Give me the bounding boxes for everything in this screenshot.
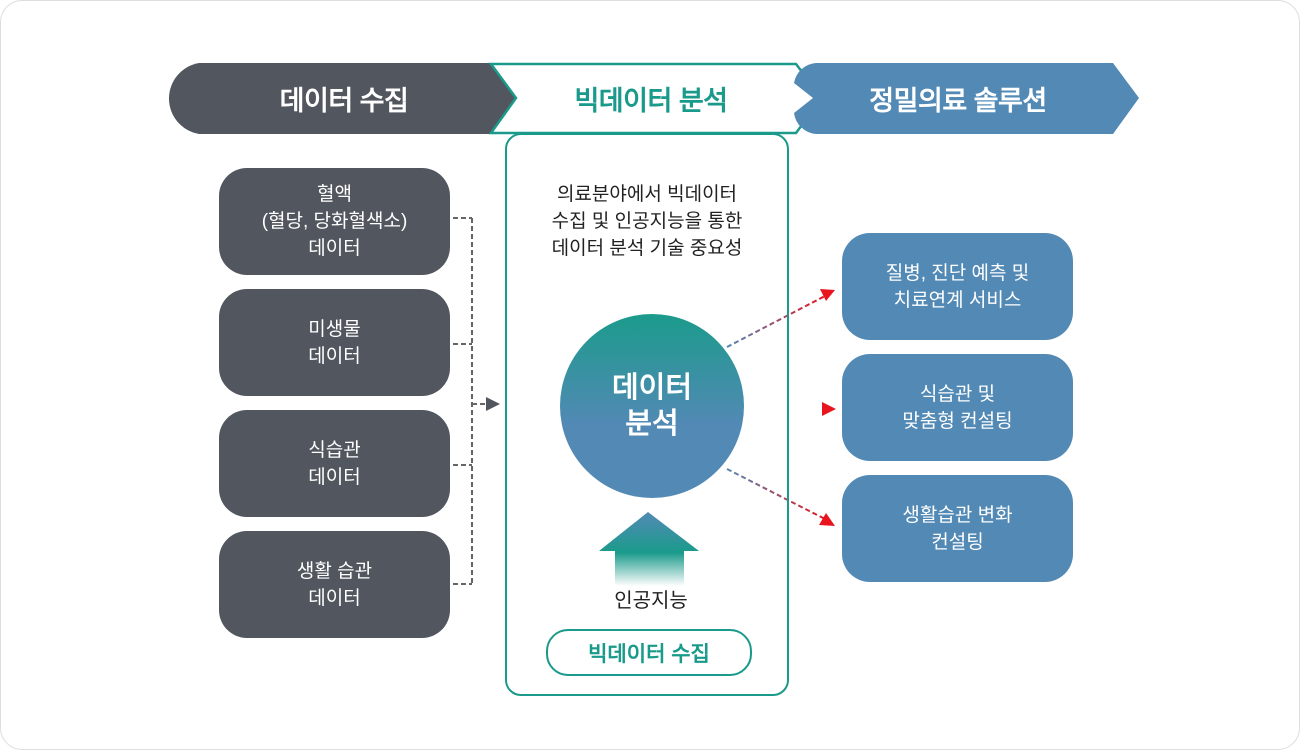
solution-diet-consulting: 식습관 및 맞춤형 컨설팅 (842, 354, 1073, 461)
stage-collection: 데이터 수집 (279, 86, 409, 116)
arrow-head-solution-1 (820, 289, 835, 301)
collection-item-blood: 혈액 (혈당, 당화혈색소) 데이터 (219, 168, 450, 275)
collection-item-lifestyle: 생활 습관 데이터 (219, 531, 450, 638)
arrow-head-to-analysis (486, 397, 500, 411)
data-analysis-circle: 데이터 분석 (560, 314, 744, 498)
stage-analysis: 빅데이터 분석 (574, 86, 728, 116)
collection-connectors (453, 217, 487, 585)
ai-label: 인공지능 (614, 590, 688, 612)
stage-shape-collection (168, 63, 517, 134)
stage-shape-analysis (488, 62, 824, 135)
solution-disease-prediction: 질병, 진단 예측 및 치료연계 서비스 (842, 233, 1073, 340)
stage-shape-solution (794, 63, 1139, 134)
stage-solution: 정밀의료 솔루션 (869, 86, 1047, 116)
solution-lifestyle-consulting: 생활습관 변화 컨설팅 (842, 475, 1073, 582)
collection-item-diet: 식습관 데이터 (219, 410, 450, 517)
bigdata-collection-pill: 빅데이터 수집 (546, 629, 752, 676)
analysis-panel (505, 133, 789, 696)
collection-item-microbe: 미생물 데이터 (219, 289, 450, 396)
arrow-head-solution-3 (819, 513, 835, 526)
ai-up-arrow-icon (599, 512, 699, 586)
analysis-description: 의료분야에서 빅데이터 수집 및 인공지능을 통한 데이터 분석 기술 중요성 (551, 184, 743, 259)
solution-connectors (726, 295, 826, 520)
arrow-head-solution-2 (822, 402, 836, 416)
